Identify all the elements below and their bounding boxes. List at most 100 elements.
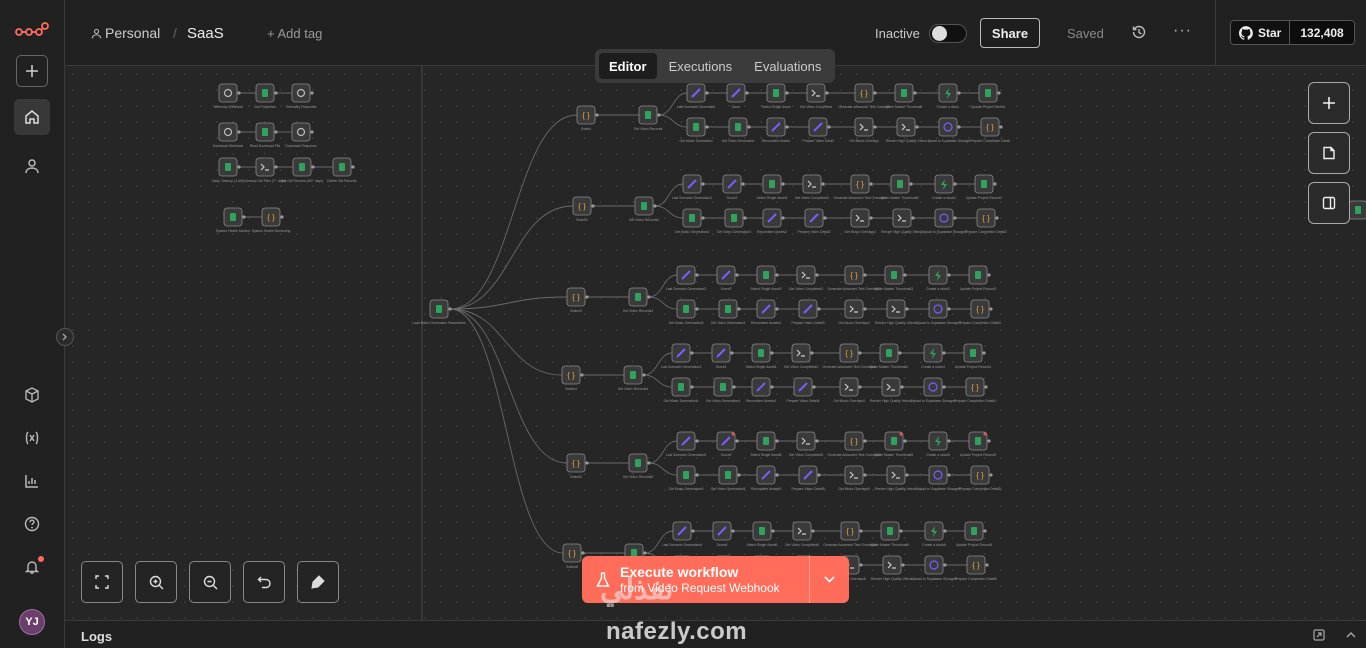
pipeline-node[interactable]: Create a stock6 xyxy=(922,521,947,547)
pipeline-node[interactable]: Update Project Record5 xyxy=(960,431,996,457)
pipeline-node[interactable]: Store Master Thumbnail2 xyxy=(881,174,919,200)
pipeline-node[interactable]: Recombine Assets5 xyxy=(751,465,781,491)
pipeline-node[interactable]: Get Music Overlays4 xyxy=(833,377,865,403)
pipeline-node[interactable]: Upload to Supabase Storage6 xyxy=(911,555,957,581)
n8n-logo[interactable] xyxy=(15,22,49,40)
pipeline-node[interactable]: { }Prepare Completion Detail2 xyxy=(965,208,1007,234)
get-records-node[interactable]: Get Video Records3 xyxy=(623,287,654,313)
get-records-node[interactable]: Get Video Records2 xyxy=(629,196,660,222)
pipeline-node[interactable]: Get Video Completed6 xyxy=(785,521,819,547)
pipeline-node[interactable]: Store Master Thumbnail6 xyxy=(871,521,909,547)
pipeline-node[interactable]: Get Video Completed3 xyxy=(789,265,823,291)
pipeline-node[interactable]: Update Project Record xyxy=(971,83,1005,109)
pipeline-node[interactable]: Render High Quality Video5 xyxy=(875,465,917,491)
pipeline-node[interactable]: Last Scenario Generation2 xyxy=(672,174,712,200)
logs-panel-bar[interactable]: Logs xyxy=(65,620,1366,648)
undo-button[interactable] xyxy=(243,561,285,603)
utility-node[interactable]: Daily Cleanup (3 AM) xyxy=(212,157,244,183)
pipeline-node[interactable]: Get Music Generation5 xyxy=(669,465,704,491)
pipeline-node[interactable]: Render High Quality Video6 xyxy=(871,555,913,581)
more-options-icon[interactable]: ··· xyxy=(1173,22,1192,39)
zoom-in-button[interactable] xyxy=(135,561,177,603)
utility-node[interactable]: Download Webhook xyxy=(213,122,244,148)
share-button[interactable]: Share xyxy=(980,18,1040,48)
pipeline-node[interactable]: Get Music Overlays xyxy=(849,117,879,143)
zoom-out-button[interactable] xyxy=(189,561,231,603)
pipeline-node[interactable]: Store Master Thumbnail5 xyxy=(875,431,913,457)
pipeline-node[interactable]: Score5 xyxy=(716,431,739,457)
pipeline-node[interactable]: Get Video Completed4 xyxy=(784,343,818,369)
tab-executions[interactable]: Executions xyxy=(668,58,733,74)
pop-out-icon[interactable] xyxy=(1313,629,1325,641)
notifications-nav[interactable] xyxy=(16,551,48,583)
pipeline-node[interactable]: Render High Quality Video xyxy=(886,117,926,143)
utility-node[interactable]: Cleanup Old Files (7+ days) xyxy=(244,157,286,183)
fit-view-button[interactable] xyxy=(81,561,123,603)
templates-nav[interactable] xyxy=(16,379,48,411)
pipeline-node[interactable]: Recombine Assets4 xyxy=(746,377,776,403)
pipeline-node[interactable]: Last Scenario Generation5 xyxy=(666,431,706,457)
pipeline-node[interactable]: Select Single Asset xyxy=(761,83,791,109)
pipeline-node[interactable]: Create a stock2 xyxy=(932,174,957,200)
pipeline-node[interactable]: Get Video Generation4 xyxy=(706,377,741,403)
utility-node[interactable]: Get Old Records (60+ days) xyxy=(281,157,323,183)
pipeline-node[interactable]: Score2 xyxy=(722,174,745,200)
pipeline-node[interactable]: Get Video Completed2 xyxy=(795,174,829,200)
pipeline-node[interactable]: { }Generate Advanced Text Overlays2 xyxy=(833,174,887,200)
pipeline-node[interactable]: Score4 xyxy=(711,343,734,369)
workflow-name[interactable]: SaaS xyxy=(187,25,224,42)
pipeline-node[interactable]: Last Scenario Generation4 xyxy=(661,343,701,369)
pipeline-node[interactable]: Get Music Generation2 xyxy=(675,208,710,234)
pipeline-node[interactable]: Last Scenario Generation3 xyxy=(666,265,706,291)
pipeline-node[interactable]: Get Music Generation xyxy=(680,117,713,143)
pipeline-node[interactable]: { }Generate Advanced Text Overlays xyxy=(838,83,890,109)
switch-node[interactable]: { }Switch5 xyxy=(566,453,589,479)
chevron-up-icon[interactable] xyxy=(1345,629,1357,641)
pipeline-node[interactable]: Upload to Supabase Storage5 xyxy=(915,465,961,491)
personal-nav[interactable] xyxy=(16,150,48,182)
pipeline-node[interactable]: Store Master Thumbnail3 xyxy=(875,265,913,291)
pipeline-node[interactable]: Upload to Supabase Storage4 xyxy=(910,377,956,403)
pipeline-node[interactable]: Select Single Asset6 xyxy=(747,521,778,547)
switch-node[interactable]: { }Switch6 xyxy=(562,543,585,569)
pipeline-node[interactable]: { }Prepare Completion Detail5 xyxy=(959,465,1001,491)
pipeline-node[interactable]: Upload to Supabase Storage xyxy=(926,117,970,143)
utility-node[interactable]: System Health Monitor xyxy=(216,207,251,233)
pipeline-node[interactable]: Prepare Video Detail4 xyxy=(786,377,820,403)
toggle-panel-button[interactable] xyxy=(1308,182,1350,224)
pipeline-node[interactable]: Score3 xyxy=(716,265,739,291)
breadcrumb-project[interactable]: Personal xyxy=(91,25,160,41)
tab-evaluations[interactable]: Evaluations xyxy=(754,58,822,74)
tab-editor[interactable]: Editor xyxy=(599,53,657,79)
sidebar-collapse-toggle[interactable] xyxy=(56,328,74,346)
pipeline-node[interactable]: Render High Quality Video2 xyxy=(881,208,923,234)
tidy-up-button[interactable] xyxy=(297,561,339,603)
active-toggle[interactable] xyxy=(929,24,967,43)
utility-node[interactable]: Read Download File xyxy=(250,122,281,148)
pipeline-node[interactable]: Render High Quality Video3 xyxy=(875,299,917,325)
execute-workflow-button[interactable]: Execute workflow from Video Request Webh… xyxy=(582,556,849,603)
switch-node[interactable]: { }Switch4 xyxy=(561,365,584,391)
utility-node[interactable]: Delete Old Records xyxy=(327,157,357,183)
pipeline-node[interactable]: Prepare Video Detail5 xyxy=(791,465,825,491)
add-sticky-button[interactable] xyxy=(1308,132,1350,174)
avatar[interactable]: YJ xyxy=(19,609,45,635)
pipeline-node[interactable]: Score6 xyxy=(712,521,735,547)
history-icon[interactable] xyxy=(1131,24,1147,40)
pipeline-node[interactable]: Recombine Assets2 xyxy=(757,208,787,234)
switch-node[interactable]: { }Switch2 xyxy=(572,196,595,222)
pipeline-node[interactable]: Store Master Thumbnail xyxy=(886,83,922,109)
pipeline-node[interactable]: { }Generate Advanced Text Overlays5 xyxy=(827,431,881,457)
github-star-button[interactable]: Star 132,408 xyxy=(1230,20,1355,45)
utility-node[interactable]: Telemetry Response xyxy=(286,83,317,109)
get-records-node[interactable]: Get Video Records xyxy=(634,105,663,131)
pipeline-node[interactable]: Render High Quality Video4 xyxy=(870,377,912,403)
pipeline-node[interactable]: Get Video Generation2 xyxy=(717,208,752,234)
pipeline-node[interactable]: Select Single Asset3 xyxy=(751,265,782,291)
pipeline-node[interactable]: Update Project Record2 xyxy=(966,174,1002,200)
pipeline-node[interactable]: Last Scenario Generation xyxy=(677,83,716,109)
get-records-node[interactable]: Get Video Records4 xyxy=(618,365,649,391)
pipeline-node[interactable]: Create a stock5 xyxy=(926,431,951,457)
